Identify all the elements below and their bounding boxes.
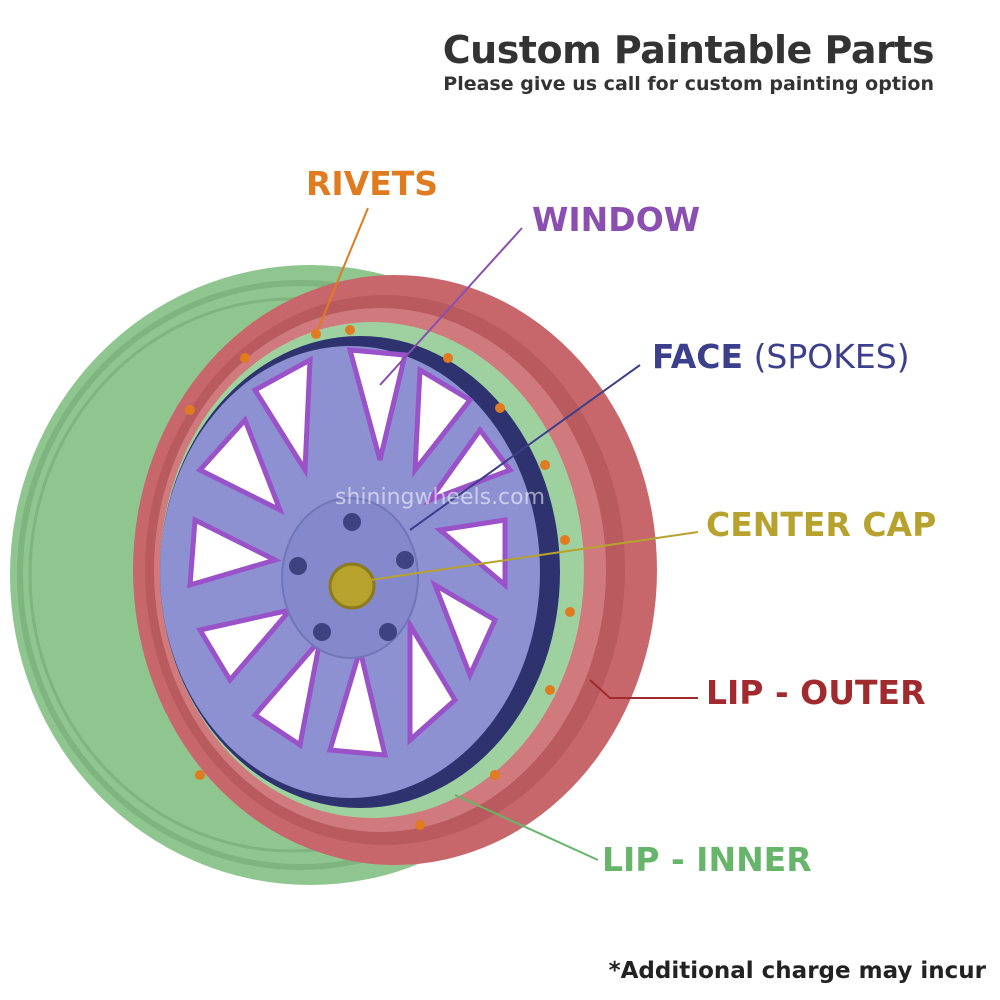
leader-lines <box>315 207 699 861</box>
page-subtitle: Please give us call for custom painting … <box>443 73 934 95</box>
center-cap-shape <box>328 562 376 610</box>
rivets-shape <box>185 325 575 830</box>
watermark-text: shiningwheels.com <box>335 485 546 510</box>
page-title: Custom Paintable Parts <box>442 28 935 72</box>
label-lip-outer: LIP - OUTER <box>706 673 926 712</box>
label-rivets: RIVETS <box>306 164 439 203</box>
label-window: WINDOW <box>532 200 701 239</box>
label-face-sub: (SPOKES) <box>753 337 910 376</box>
label-face: FACE (SPOKES) <box>652 337 910 377</box>
footnote: *Additional charge may incur <box>608 958 986 984</box>
label-center-cap: CENTER CAP <box>706 505 937 544</box>
label-lip-inner: LIP - INNER <box>602 840 812 879</box>
page-header: Custom Paintable Parts Please give us ca… <box>442 26 935 96</box>
label-face-main: FACE <box>652 337 744 376</box>
wheel-windows <box>187 347 515 758</box>
lug-nuts <box>289 513 414 641</box>
